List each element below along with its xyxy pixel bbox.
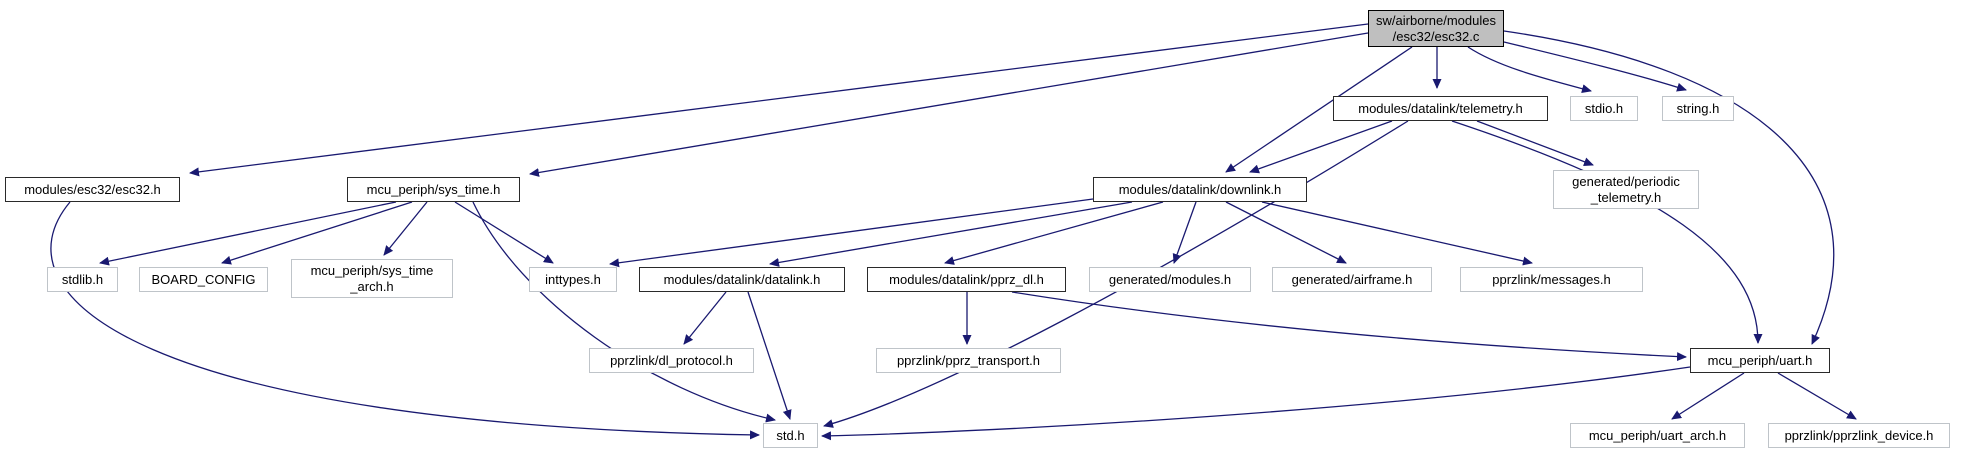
edge-pprz_dl_h-to-uart_h xyxy=(1011,291,1687,362)
edge-uart_h-to-pprzlink_device_h xyxy=(1777,372,1857,420)
edge-downlink_h-to-pprzlink_messages_h xyxy=(1261,201,1533,266)
node-stdio_h: stdio.h xyxy=(1570,96,1638,121)
node-sys_time_arch_h: mcu_periph/sys_time _arch.h xyxy=(291,259,453,298)
node-board_config: BOARD_CONFIG xyxy=(139,267,268,292)
node-datalink_h[interactable]: modules/datalink/datalink.h xyxy=(639,267,845,292)
edge-sys_time_h-to-stdlib_h xyxy=(99,201,397,266)
edge-sys_time_h-to-inttypes_h xyxy=(454,201,554,264)
edge-downlink_h-to-datalink_h xyxy=(769,201,1133,267)
edge-esc32_c-to-uart_h xyxy=(1503,30,1835,345)
edge-uart_h-to-uart_arch_h xyxy=(1671,372,1745,420)
edge-esc32_h-to-std_h xyxy=(50,201,760,440)
node-pprzlink_messages_h: pprzlink/messages.h xyxy=(1460,267,1643,292)
edge-uart_h-to-std_h xyxy=(821,366,1691,441)
node-generated_modules_h: generated/modules.h xyxy=(1089,267,1251,292)
edge-esc32_c-to-string_h xyxy=(1503,41,1687,92)
node-pprzlink_device_h: pprzlink/pprzlink_device.h xyxy=(1768,423,1950,448)
edge-datalink_h-to-dl_protocol_h xyxy=(683,291,727,345)
edge-sys_time_h-to-board_config xyxy=(221,201,413,265)
node-downlink_h[interactable]: modules/datalink/downlink.h xyxy=(1093,177,1307,202)
node-inttypes_h: inttypes.h xyxy=(529,267,617,292)
edge-sys_time_h-to-std_h xyxy=(472,201,776,423)
node-pprz_dl_h[interactable]: modules/datalink/pprz_dl.h xyxy=(867,267,1066,292)
edge-downlink_h-to-generated_airframe_h xyxy=(1225,201,1347,264)
edge-downlink_h-to-pprz_dl_h xyxy=(944,201,1164,265)
node-pprz_transport_h: pprzlink/pprz_transport.h xyxy=(876,348,1061,373)
node-esc32_c[interactable]: sw/airborne/modules /esc32/esc32.c xyxy=(1368,10,1504,47)
node-periodic_telemetry_h: generated/periodic _telemetry.h xyxy=(1553,170,1699,209)
node-dl_protocol_h: pprzlink/dl_protocol.h xyxy=(589,348,754,373)
node-uart_arch_h: mcu_periph/uart_arch.h xyxy=(1570,423,1745,448)
node-telemetry_h[interactable]: modules/datalink/telemetry.h xyxy=(1333,96,1548,121)
node-uart_h[interactable]: mcu_periph/uart.h xyxy=(1690,348,1830,373)
node-esc32_h[interactable]: modules/esc32/esc32.h xyxy=(5,177,180,202)
edge-downlink_h-to-inttypes_h xyxy=(609,198,1094,268)
edge-datalink_h-to-std_h xyxy=(747,291,792,420)
node-string_h: string.h xyxy=(1662,96,1734,121)
edge-telemetry_h-to-uart_h xyxy=(1451,120,1763,344)
node-std_h: std.h xyxy=(763,423,818,448)
node-sys_time_h[interactable]: mcu_periph/sys_time.h xyxy=(347,177,520,202)
node-stdlib_h: stdlib.h xyxy=(47,267,118,292)
edge-esc32_c-to-stdio_h xyxy=(1467,46,1592,94)
edge-esc32_c-to-downlink_h xyxy=(1225,46,1413,173)
node-generated_airframe_h: generated/airframe.h xyxy=(1272,267,1432,292)
edge-telemetry_h-to-periodic_telemetry_h xyxy=(1476,120,1594,167)
edge-downlink_h-to-generated_modules_h xyxy=(1172,201,1197,264)
edge-esc32_c-to-sys_time_h xyxy=(529,32,1369,177)
edge-telemetry_h-to-downlink_h xyxy=(1249,120,1393,174)
edge-sys_time_h-to-sys_time_arch_h xyxy=(383,201,428,256)
edge-esc32_c-to-esc32_h xyxy=(189,23,1369,177)
